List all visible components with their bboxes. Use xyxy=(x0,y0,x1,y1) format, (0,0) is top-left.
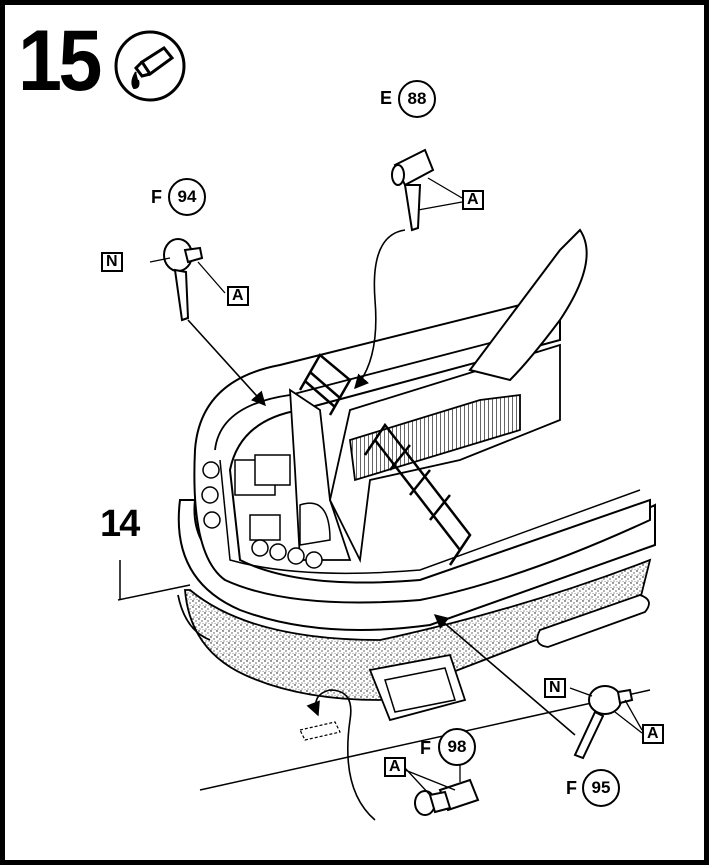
part-f98-sprue: F xyxy=(420,738,431,758)
mast xyxy=(468,228,588,382)
part-f95-sprue: F xyxy=(566,778,577,798)
cockpit-details xyxy=(201,454,331,569)
part-f98-drawing xyxy=(414,778,480,816)
part-e88-number: 88 xyxy=(398,80,436,118)
glue-tube-icon xyxy=(114,30,186,102)
paint-flag-n-f95: N xyxy=(544,678,566,698)
cockpit-rim xyxy=(214,329,541,451)
paint-flag-a-f98: A xyxy=(384,757,406,777)
flag-leaders xyxy=(149,177,643,796)
placement-target xyxy=(299,721,341,741)
hull-side xyxy=(184,558,652,701)
assembly-arrows xyxy=(187,229,576,821)
sub-step-reference: 14 xyxy=(100,503,140,545)
paint-flag-a-f94: A xyxy=(227,286,249,306)
paint-flag-a-e88: A xyxy=(462,190,484,210)
part-e88-drawing xyxy=(391,148,435,232)
hull-bracket xyxy=(368,653,467,722)
part-f95-drawing xyxy=(573,685,634,760)
paint-flag-a-f95: A xyxy=(642,724,664,744)
paint-flag-n-f94: N xyxy=(101,252,123,272)
part-f98-number: 98 xyxy=(438,728,476,766)
ladder-front xyxy=(363,422,472,566)
side-slot xyxy=(536,594,650,648)
step-number: 15 xyxy=(18,13,102,109)
ladder-rear xyxy=(298,353,352,416)
part-f95-number: 95 xyxy=(582,769,620,807)
part-f94-drawing xyxy=(163,238,204,322)
deck-lines xyxy=(117,560,651,791)
part-e88-sprue: E xyxy=(380,88,393,108)
part-f94-number: 94 xyxy=(168,178,206,216)
part-f94-sprue: F xyxy=(151,187,162,207)
